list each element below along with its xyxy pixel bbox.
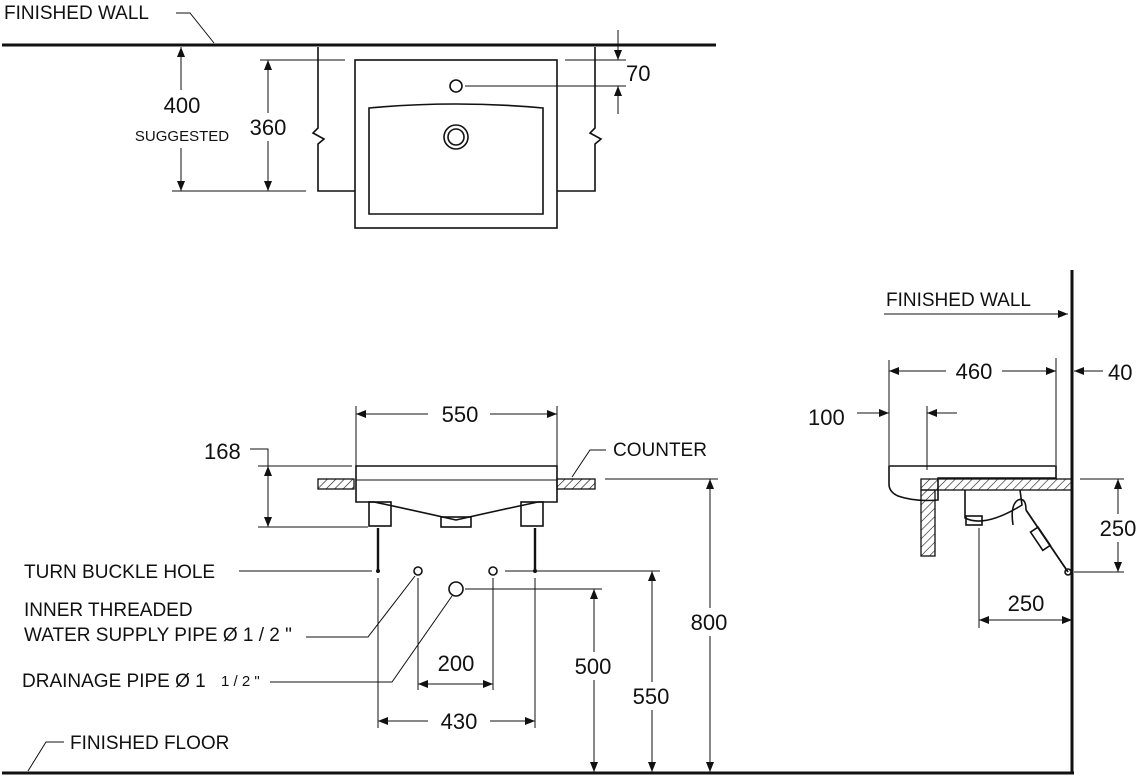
dim-168: 168 xyxy=(204,439,241,464)
drain-outlet-side xyxy=(965,515,983,526)
dim-400: 400 xyxy=(164,93,201,118)
basin-body-front xyxy=(355,465,558,521)
dim-500: 500 xyxy=(575,654,612,679)
finished-wall-label-top: FINISHED WALL xyxy=(4,3,149,24)
drain-outer xyxy=(443,124,469,150)
wall-anchor xyxy=(1064,568,1072,576)
dim-leader-168 xyxy=(250,448,269,466)
dim-70: 70 xyxy=(626,61,650,86)
bracket-foot-left xyxy=(368,501,392,527)
finished-floor-leader xyxy=(27,741,64,772)
drainage-pipe-fraction: 1 / 2 " xyxy=(221,673,260,690)
drain-pipe-hole xyxy=(448,581,464,597)
dim-250-vertical: 250 xyxy=(1100,516,1137,541)
counter-slab-left xyxy=(317,478,355,490)
water-supply-label: WATER SUPPLY PIPE Ø 1 / 2 " xyxy=(24,625,292,646)
counter-label: COUNTER xyxy=(613,440,707,461)
counter-leg-side xyxy=(920,489,936,557)
bracket-left xyxy=(311,47,355,192)
basin-profile-side xyxy=(888,465,1057,502)
drain-outlet-front xyxy=(440,516,472,528)
counter-slab-right xyxy=(556,478,596,490)
top-view: FINISHED WALL 400 SUGGESTED 360 70 xyxy=(2,3,716,229)
front-view: 550 COUNTER 168 800 TURN BUCKLE xyxy=(2,400,1074,775)
suggested-label: SUGGESTED xyxy=(135,128,229,145)
dim-200: 200 xyxy=(438,651,475,676)
faucet-hole xyxy=(449,79,463,93)
water-supply-leader xyxy=(306,575,416,638)
finished-wall-leader-top xyxy=(176,12,215,44)
dim-430: 430 xyxy=(441,709,478,734)
finished-floor-label: FINISHED FLOOR xyxy=(70,733,229,754)
dim-40: 40 xyxy=(1108,360,1132,385)
dim-460: 460 xyxy=(956,359,993,384)
dim-250-horizontal: 250 xyxy=(1008,591,1045,616)
basin-bowl-top xyxy=(368,103,544,215)
dim-550-height: 550 xyxy=(633,684,670,709)
basin-underside-side xyxy=(964,489,1023,522)
counter-top-side xyxy=(920,478,1073,491)
water-hole-left xyxy=(413,566,423,576)
dim-800: 800 xyxy=(691,610,728,635)
inner-threaded-label: INNER THREADED xyxy=(24,600,193,621)
finished-wall-label-side: FINISHED WALL xyxy=(886,290,1031,311)
side-view: FINISHED WALL 460 40 100 250 xyxy=(808,270,1140,773)
dim-100: 100 xyxy=(808,405,845,430)
drainage-pipe-label: DRAINAGE PIPE Ø 1 xyxy=(22,671,206,692)
counter-leader xyxy=(571,449,606,478)
dim-550-width: 550 xyxy=(442,402,479,427)
water-hole-right xyxy=(488,566,498,576)
turn-buckle-hole-label: TURN BUCKLE HOLE xyxy=(24,562,215,583)
turn-buckle-hook xyxy=(1011,498,1027,526)
bracket-foot-right xyxy=(520,501,544,527)
drain-inner xyxy=(447,128,465,146)
bracket-right xyxy=(557,47,603,192)
dim-360: 360 xyxy=(250,115,287,140)
drainage-leader xyxy=(270,595,453,683)
basin-outer-top xyxy=(354,59,558,229)
turn-buckle-body xyxy=(1029,525,1052,552)
